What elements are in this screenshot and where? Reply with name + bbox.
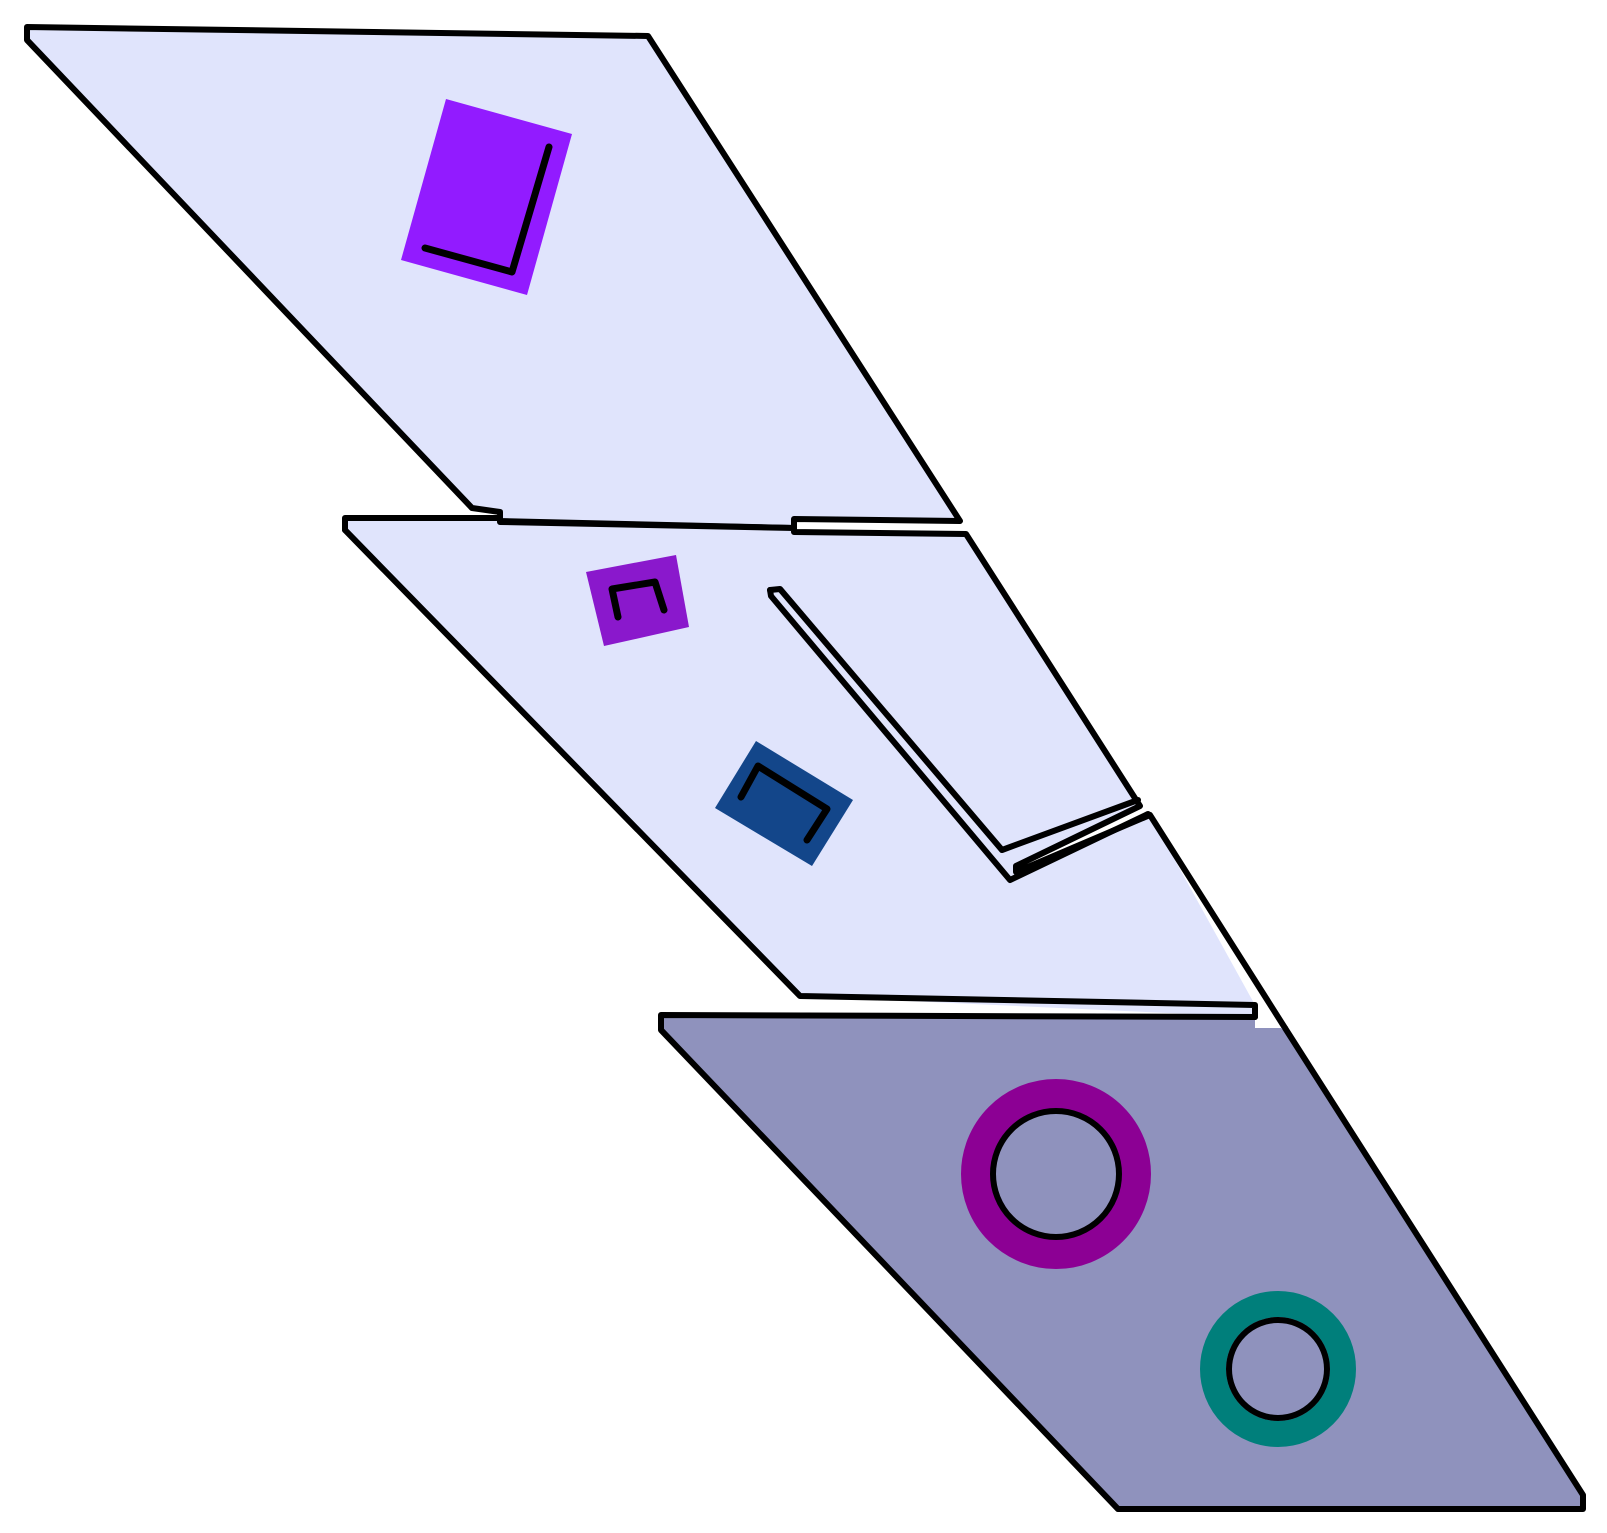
teal-ring-group bbox=[1200, 1291, 1356, 1447]
inner-slot-outline-lower bbox=[767, 587, 1151, 883]
upper-panel-outline bbox=[24, 24, 963, 531]
magenta-ring-group bbox=[961, 1079, 1151, 1269]
middle-panel-outline bbox=[342, 515, 1288, 1031]
middle-panel bbox=[342, 515, 1288, 1031]
magenta-ring-inner-outline bbox=[990, 1108, 1122, 1240]
small-purple-square-group bbox=[586, 555, 689, 646]
large-violet-square-corner-mark bbox=[421, 143, 553, 276]
navy-square-corner-mark bbox=[737, 762, 831, 844]
lower-panel bbox=[658, 1012, 1586, 1512]
large-violet-square-group bbox=[401, 99, 572, 295]
magenta-ring bbox=[961, 1079, 1151, 1269]
large-violet-square bbox=[401, 99, 572, 295]
lower-panel-fill bbox=[661, 1015, 1583, 1509]
teal-ring bbox=[1200, 1291, 1356, 1447]
navy-square-group bbox=[715, 741, 853, 866]
middle-panel-fill bbox=[345, 518, 1255, 1017]
inner-slot-outline bbox=[767, 586, 1141, 853]
middle-panel-bottom-outline bbox=[342, 527, 1258, 1020]
lower-panel-outline bbox=[658, 1012, 1586, 1512]
navy-square bbox=[715, 741, 853, 866]
teal-ring-inner-outline bbox=[1226, 1317, 1330, 1421]
small-purple-square-corner-mark bbox=[608, 578, 668, 621]
small-purple-square bbox=[586, 555, 689, 646]
